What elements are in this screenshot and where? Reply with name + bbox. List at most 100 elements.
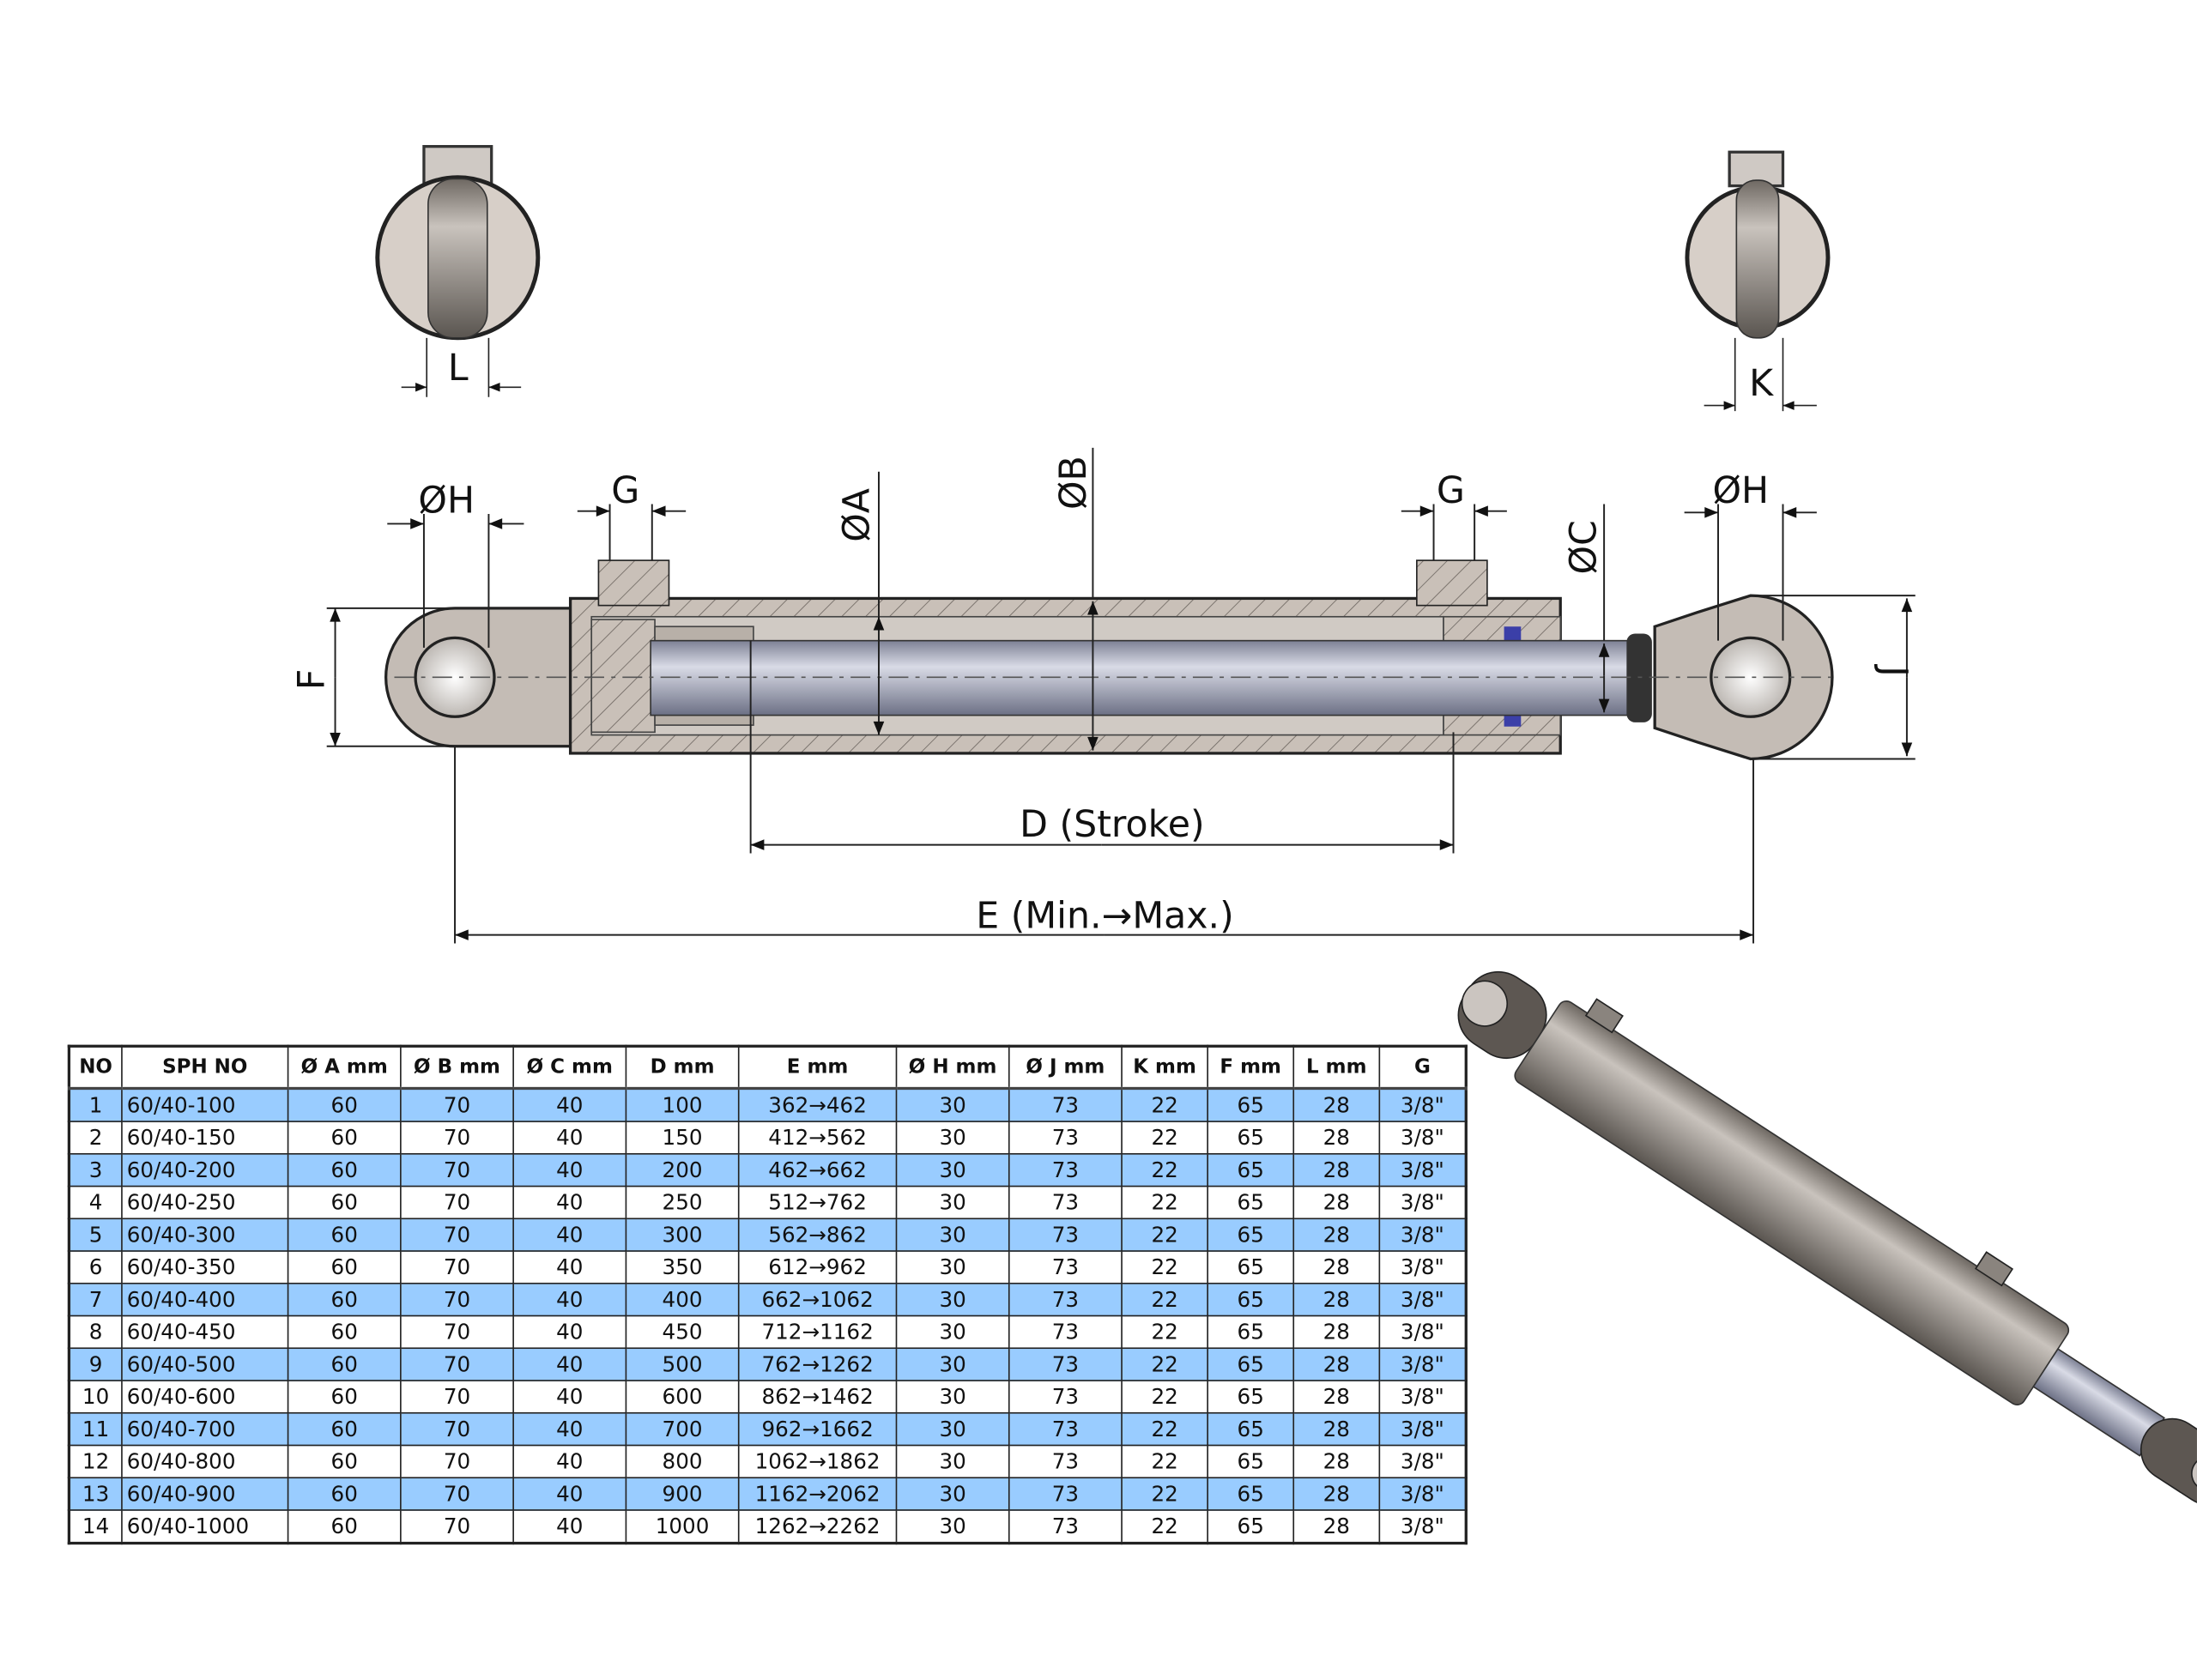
column-header: D mm xyxy=(625,1045,740,1091)
table-cell: 60/40-350 xyxy=(121,1250,289,1284)
table-cell: 3 xyxy=(68,1152,123,1187)
table-cell: 60/40-700 xyxy=(121,1411,289,1447)
table-cell: 40 xyxy=(512,1152,627,1187)
table-cell: 3/8" xyxy=(1378,1444,1468,1479)
table-cell: 73 xyxy=(1008,1087,1123,1122)
table-cell: 60 xyxy=(287,1282,402,1317)
table-cell: 70 xyxy=(400,1121,514,1155)
table-cell: 6 xyxy=(68,1250,123,1284)
table-cell: 40 xyxy=(512,1218,627,1252)
label-g-left: G xyxy=(611,469,639,512)
table-cell: 13 xyxy=(68,1477,123,1511)
table-cell: 60/40-600 xyxy=(121,1380,289,1414)
table-cell: 2 xyxy=(68,1121,123,1155)
table-cell: 22 xyxy=(1121,1087,1208,1122)
table-cell: 70 xyxy=(400,1314,514,1350)
table-cell: 70 xyxy=(400,1250,514,1284)
table-cell: 28 xyxy=(1292,1444,1381,1479)
table-cell: 70 xyxy=(400,1411,514,1447)
table-cell: 65 xyxy=(1207,1509,1295,1544)
label-c: ØC xyxy=(1562,520,1605,574)
table-cell: 65 xyxy=(1207,1087,1295,1122)
table-cell: 22 xyxy=(1121,1185,1208,1220)
label-k: K xyxy=(1749,362,1774,405)
table-cell: 60 xyxy=(287,1152,402,1187)
table-cell: 73 xyxy=(1008,1477,1123,1511)
table-cell: 60 xyxy=(287,1347,402,1381)
label-f: F xyxy=(290,669,333,691)
table-cell: 22 xyxy=(1121,1380,1208,1414)
cylinder-3d-render xyxy=(1457,970,2197,1506)
table-cell: 512→762 xyxy=(737,1185,898,1220)
table-cell: 3/8" xyxy=(1378,1380,1468,1414)
table-cell: 65 xyxy=(1207,1250,1295,1284)
table-cell: 9 xyxy=(68,1347,123,1381)
table-cell: 350 xyxy=(625,1250,740,1284)
table-cell: 3/8" xyxy=(1378,1477,1468,1511)
column-header: L mm xyxy=(1292,1045,1381,1091)
table-cell: 40 xyxy=(512,1380,627,1414)
table-cell: 65 xyxy=(1207,1218,1295,1252)
table-cell: 100 xyxy=(625,1087,740,1122)
table-cell: 22 xyxy=(1121,1347,1208,1381)
table-cell: 40 xyxy=(512,1477,627,1511)
table-cell: 60/40-150 xyxy=(121,1121,289,1155)
table-cell: 30 xyxy=(895,1411,1010,1447)
label-e-min-max: E (Min.→Max.) xyxy=(976,894,1234,937)
label-j: J xyxy=(1872,663,1915,677)
table-cell: 30 xyxy=(895,1477,1010,1511)
table-cell: 28 xyxy=(1292,1509,1381,1544)
table-cell: 60 xyxy=(287,1314,402,1350)
table-cell: 60/40-400 xyxy=(121,1282,289,1317)
table-cell: 400 xyxy=(625,1282,740,1317)
table-cell: 30 xyxy=(895,1152,1010,1187)
table-cell: 30 xyxy=(895,1282,1010,1317)
table-cell: 462→662 xyxy=(737,1152,898,1187)
table-cell: 30 xyxy=(895,1087,1010,1122)
column-header: G xyxy=(1378,1045,1468,1091)
table-cell: 60 xyxy=(287,1477,402,1511)
table-cell: 70 xyxy=(400,1380,514,1414)
table-cell: 412→562 xyxy=(737,1121,898,1155)
table-cell: 362→462 xyxy=(737,1087,898,1122)
column-header: E mm xyxy=(737,1045,898,1091)
table-cell: 60 xyxy=(287,1087,402,1122)
table-cell: 600 xyxy=(625,1380,740,1414)
table-cell: 28 xyxy=(1292,1121,1381,1155)
table-cell: 11 xyxy=(68,1411,123,1447)
end-view-right: K xyxy=(1685,150,1831,412)
table-cell: 700 xyxy=(625,1411,740,1447)
table-cell: 22 xyxy=(1121,1444,1208,1479)
table-cell: 1062→1862 xyxy=(737,1444,898,1479)
table-cell: 40 xyxy=(512,1250,627,1284)
label-g-right: G xyxy=(1437,469,1465,512)
table-cell: 200 xyxy=(625,1152,740,1187)
table-cell: 60/40-250 xyxy=(121,1185,289,1220)
table-cell: 73 xyxy=(1008,1509,1123,1544)
table-cell: 1262→2262 xyxy=(737,1509,898,1544)
table-cell: 65 xyxy=(1207,1121,1295,1155)
table-cell: 73 xyxy=(1008,1152,1123,1187)
table-cell: 28 xyxy=(1292,1250,1381,1284)
table-cell: 28 xyxy=(1292,1185,1381,1220)
cylinder-section xyxy=(384,559,1834,761)
table-cell: 73 xyxy=(1008,1282,1123,1317)
table-cell: 1162→2062 xyxy=(737,1477,898,1511)
table-cell: 28 xyxy=(1292,1411,1381,1447)
label-l: L xyxy=(448,347,469,390)
table-cell: 28 xyxy=(1292,1152,1381,1187)
table-cell: 30 xyxy=(895,1121,1010,1155)
table-cell: 60/40-800 xyxy=(121,1444,289,1479)
table-cell: 73 xyxy=(1008,1185,1123,1220)
table-cell: 65 xyxy=(1207,1282,1295,1317)
table-cell: 10 xyxy=(68,1380,123,1414)
table-cell: 65 xyxy=(1207,1380,1295,1414)
table-cell: 22 xyxy=(1121,1509,1208,1544)
table-cell: 30 xyxy=(895,1347,1010,1381)
table-cell: 60 xyxy=(287,1121,402,1155)
